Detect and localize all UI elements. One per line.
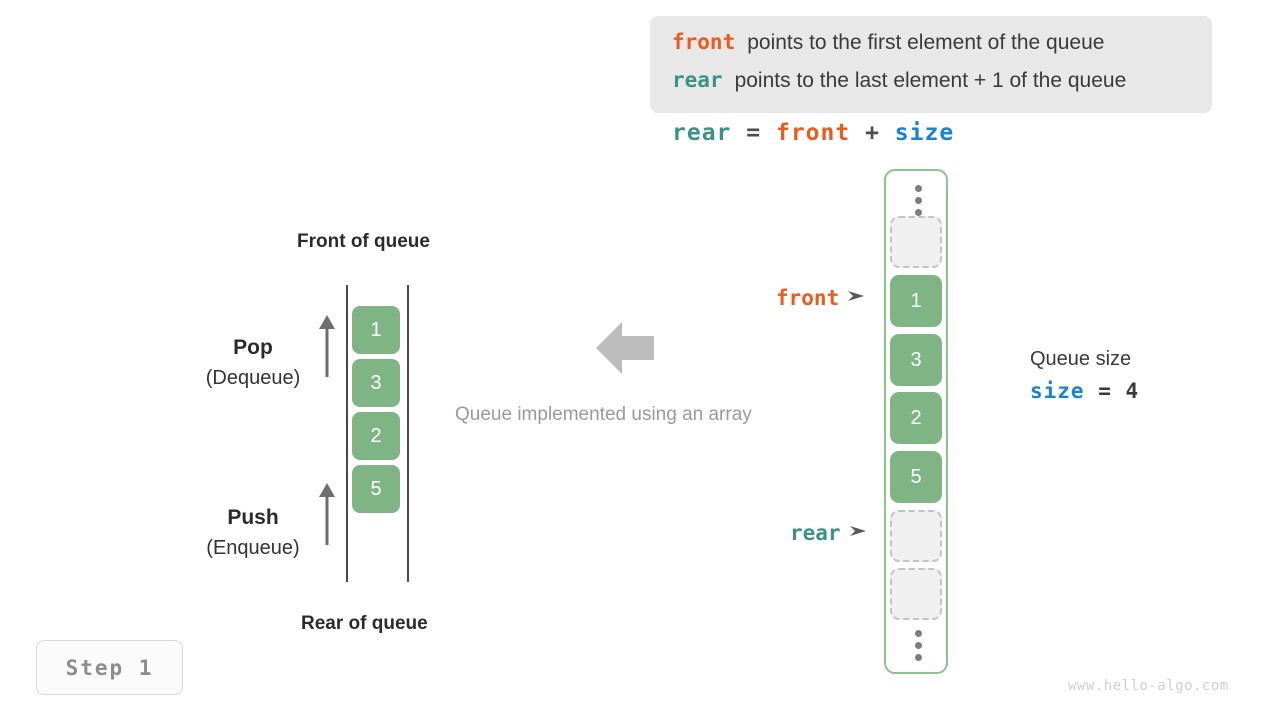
- front-of-queue-label: Front of queue: [297, 231, 430, 252]
- queue-rail-right: [407, 285, 409, 582]
- formula-operand-size: size: [894, 120, 955, 146]
- front-pointer-label: front: [776, 286, 840, 310]
- pop-label-group: Pop (Dequeue): [168, 333, 338, 393]
- formula-plus: +: [865, 120, 880, 146]
- array-slot-filled: 5: [890, 451, 942, 503]
- formula-lhs: rear: [672, 120, 732, 146]
- legend-text-rear: points to the last element + 1 of the qu…: [734, 69, 1127, 92]
- legend-line-rear: rear points to the last element + 1 of t…: [672, 68, 1190, 106]
- push-label: Push: [227, 506, 279, 529]
- legend-keyword-front: front: [672, 30, 736, 54]
- array-bottom-ellipsis-icon: [886, 630, 950, 661]
- left-arrow-icon: [596, 322, 654, 379]
- formula-rear-equals-front-plus-size: rear = front + size: [672, 120, 954, 146]
- legend-keyword-rear: rear: [672, 68, 723, 92]
- array-slot-filled: 3: [890, 334, 942, 386]
- rear-of-queue-label: Rear of queue: [301, 613, 428, 634]
- array-slot-empty: [890, 568, 942, 620]
- push-label-group: Push (Enqueue): [168, 503, 338, 563]
- rear-pointer: rear: [790, 521, 866, 545]
- formula-operand-front: front: [775, 120, 851, 146]
- pop-arrow-icon: [317, 315, 337, 377]
- front-pointer-arrow-icon: [848, 289, 865, 307]
- push-arrow-icon: [317, 483, 337, 545]
- push-sublabel: (Enqueue): [206, 537, 300, 559]
- queue-cell: 2: [352, 412, 400, 460]
- array-top-ellipsis-icon: [886, 185, 950, 216]
- queue-cell: 1: [352, 306, 400, 354]
- array-slot-empty: [890, 216, 942, 268]
- front-pointer: front: [776, 286, 865, 310]
- queue-size-block: Queue size size = 4: [1030, 344, 1139, 408]
- rear-pointer-label: rear: [790, 521, 841, 545]
- queue-cell: 5: [352, 465, 400, 513]
- size-variable: size: [1030, 379, 1085, 403]
- center-caption: Queue implemented using an array: [455, 404, 752, 425]
- pop-sublabel: (Dequeue): [205, 367, 301, 389]
- array-slot-filled: 1: [890, 275, 942, 327]
- rear-pointer-arrow-icon: [849, 524, 866, 542]
- array-container: 1 3 2 5: [884, 169, 948, 674]
- step-badge: Step 1: [36, 640, 183, 695]
- size-equals: =: [1098, 379, 1112, 403]
- legend-line-front: front points to the first element of the…: [672, 30, 1190, 68]
- queue-size-equation: size = 4: [1030, 374, 1139, 408]
- array-slot-filled: 2: [890, 392, 942, 444]
- array-slot-empty: [890, 510, 942, 562]
- queue-cell: 3: [352, 359, 400, 407]
- watermark: www.hello-algo.com: [1068, 678, 1229, 694]
- pop-label: Pop: [233, 336, 273, 359]
- queue-rail-left: [346, 285, 348, 582]
- size-value: 4: [1125, 379, 1140, 403]
- queue-size-title: Queue size: [1030, 348, 1132, 370]
- legend-box: front points to the first element of the…: [650, 16, 1212, 113]
- legend-text-front: points to the first element of the queue: [747, 31, 1105, 54]
- formula-equals: =: [746, 120, 762, 146]
